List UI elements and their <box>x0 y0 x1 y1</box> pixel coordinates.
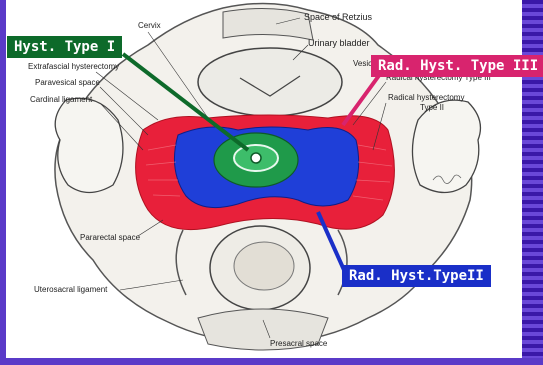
label-paravesical: Paravesical space <box>35 78 100 87</box>
callout-hysterectomy-type-i: Hyst. Type I <box>7 36 122 58</box>
label-radical-ii-line1: Radical hysterectomy <box>388 93 464 102</box>
cervical-os <box>251 153 261 163</box>
label-presacral: Presacral space <box>270 339 328 348</box>
label-extrafascial: Extrafascial hysterectomy <box>28 62 119 71</box>
label-cervix: Cervix <box>138 21 161 30</box>
callout-radical-hysterectomy-type-iii: Rad. Hyst. Type III <box>371 55 543 77</box>
right-ischium <box>412 100 480 192</box>
bottom-border <box>0 358 543 365</box>
label-vesico: Vesic <box>353 59 372 68</box>
label-radical-ii-line2: Type II <box>420 103 444 112</box>
urinary-bladder-shape <box>198 48 342 116</box>
left-border <box>0 0 6 365</box>
rectum-lumen <box>234 242 294 290</box>
label-space-of-retzius: Space of Retzius <box>304 12 373 22</box>
label-cardinal: Cardinal ligament <box>30 95 93 104</box>
label-uterosacral: Uterosacral ligament <box>34 285 108 294</box>
label-urinary-bladder: Urinary bladder <box>308 38 370 48</box>
callout-radical-hysterectomy-type-ii: Rad. Hyst.TypeII <box>342 265 491 287</box>
label-pararectal: Pararectal space <box>80 233 141 242</box>
